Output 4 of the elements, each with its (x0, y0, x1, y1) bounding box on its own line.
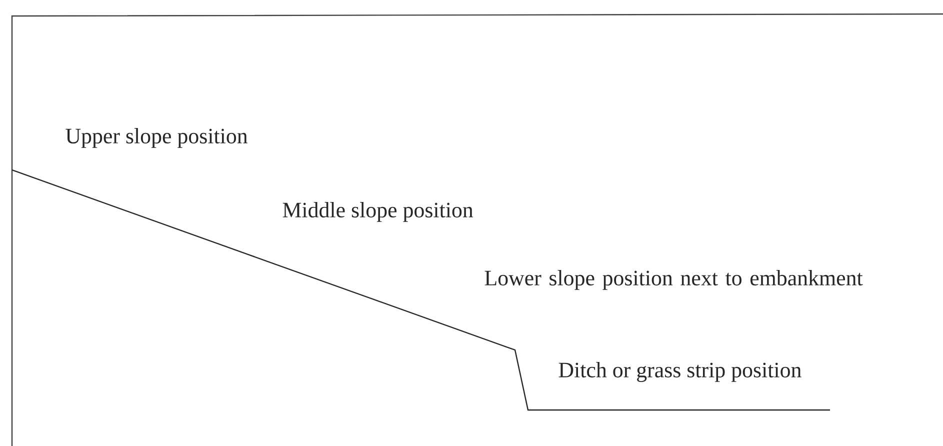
position-label: Ditch or grass strip position (558, 362, 802, 382)
position-label: Middle slope position (282, 202, 474, 222)
position-label: Upper slope position (66, 128, 248, 148)
position-label: Lower slope position next to embankment (484, 270, 863, 290)
